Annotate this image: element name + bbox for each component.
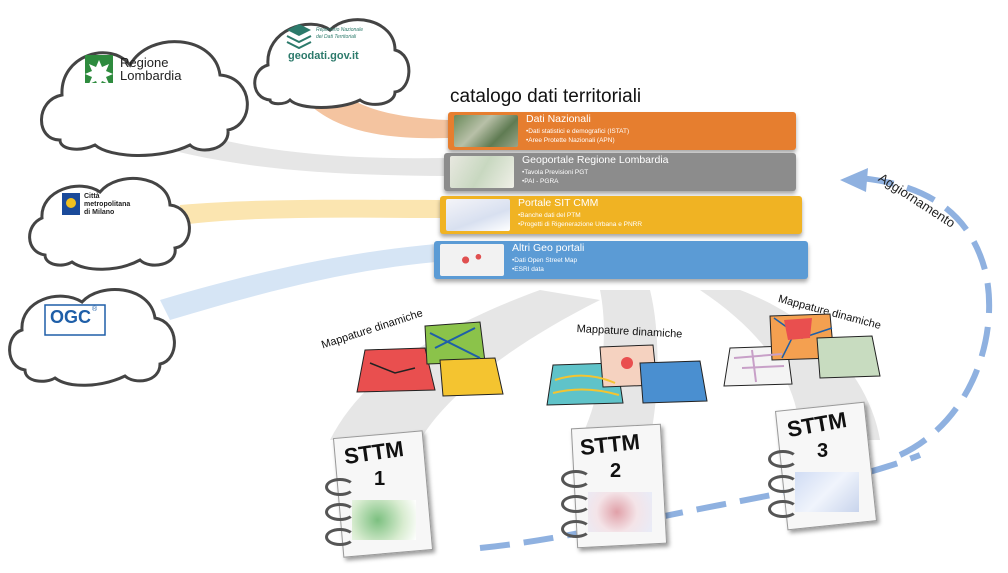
- binder-ring-icon: [768, 450, 798, 468]
- update-arrow-notebooks: [479, 452, 922, 551]
- catalog-title: catalogo dati territoriali: [450, 86, 642, 107]
- notebook-number: 3: [817, 440, 829, 462]
- geoportale-map-thumb: [450, 156, 514, 188]
- section-item: •Progetti di Rigenerazione Urbana e PNRR: [518, 221, 643, 228]
- regione-logo-rose: [85, 60, 113, 88]
- notebook-number: 1: [374, 468, 386, 490]
- geodati-logo-name: geodati.gov.it: [288, 50, 359, 62]
- section-title: Portale SIT CMM: [518, 197, 599, 209]
- catalog-section-altri-geo-portali: Altri Geo portali •Dati Open Street Map …: [434, 241, 808, 279]
- section-item: •Dati statistici e demografici (ISTAT): [526, 128, 630, 135]
- cloud-citta: [28, 177, 191, 271]
- notebook-number: 2: [610, 460, 622, 482]
- cloud-geodati: [253, 18, 411, 109]
- map-stack-3: [723, 313, 881, 387]
- section-title: Dati Nazionali: [526, 113, 591, 125]
- section-item: •PAI - PGRA: [522, 178, 559, 185]
- section-title: Geoportale Regione Lombardia: [522, 154, 669, 166]
- catalog-section-geoportale: Geoportale Regione Lombardia •Tavola Pre…: [444, 153, 796, 191]
- geodati-logo-small1: Repertorio Nazionale: [316, 27, 363, 33]
- map-stack-2: [546, 344, 708, 406]
- notebook-map-thumb: [795, 472, 859, 512]
- binder-ring-icon: [561, 495, 591, 513]
- flow-regione: [120, 118, 444, 176]
- ogc-logo-reg: ®: [92, 306, 98, 313]
- altri-geo-map-thumb: [440, 244, 504, 276]
- binder-ring-icon: [325, 478, 355, 496]
- geodati-logo-mark: [286, 24, 312, 50]
- ogc-logo-frame: [44, 304, 106, 336]
- binder-ring-icon: [768, 475, 798, 493]
- regione-logo-line2: Lombardia: [120, 68, 182, 83]
- notebook-sttm-2: STTM 2: [558, 420, 668, 549]
- flow-ogc: [160, 244, 436, 320]
- section-item: •Aree Protette Nazionali (APN): [526, 137, 615, 144]
- catalog-section-dati-nazionali: Dati Nazionali •Dati statistici e demogr…: [448, 112, 796, 150]
- notebook-map-thumb: [352, 500, 416, 540]
- regione-logo-line1: Regione: [120, 55, 169, 70]
- binder-ring-icon: [325, 528, 355, 546]
- binder-ring-icon: [561, 470, 591, 488]
- binder-ring-icon: [561, 520, 591, 538]
- catalog-section-portale-sit-cmm: Portale SIT CMM •Banche dati del PTM •Pr…: [440, 196, 802, 234]
- citta-logo-line2: metropolitana: [84, 201, 131, 208]
- update-arrow-head: [840, 168, 868, 192]
- map-stack-1: [356, 321, 504, 397]
- citta-logo-mark: [62, 193, 80, 215]
- notebook-map-thumb: [588, 492, 652, 532]
- flow-citta: [180, 199, 440, 225]
- cloud-ogc: [8, 288, 176, 387]
- notebook-sttm-3: STTM 3: [765, 400, 878, 531]
- notebook-sttm-1: STTM 1: [322, 428, 434, 558]
- section-item: •Banche dati del PTM: [518, 212, 581, 219]
- ogc-logo-name: OGC: [50, 307, 92, 327]
- geodati-logo-small2: dei Dati Territoriali: [316, 34, 357, 40]
- portale-sit-map-thumb: [446, 199, 510, 231]
- binder-ring-icon: [325, 503, 355, 521]
- section-item: •Tavola Previsioni PGT: [522, 169, 589, 176]
- binder-ring-icon: [768, 500, 798, 518]
- section-item: •ESRI data: [512, 266, 544, 273]
- update-arrow-loop: [859, 175, 993, 458]
- citta-logo-line3: di Milano: [84, 209, 115, 216]
- section-item: •Dati Open Street Map: [512, 257, 578, 264]
- citta-logo-line1: Città: [84, 193, 100, 200]
- dati-nazionali-map-thumb: [454, 115, 518, 147]
- section-title: Altri Geo portali: [512, 242, 585, 254]
